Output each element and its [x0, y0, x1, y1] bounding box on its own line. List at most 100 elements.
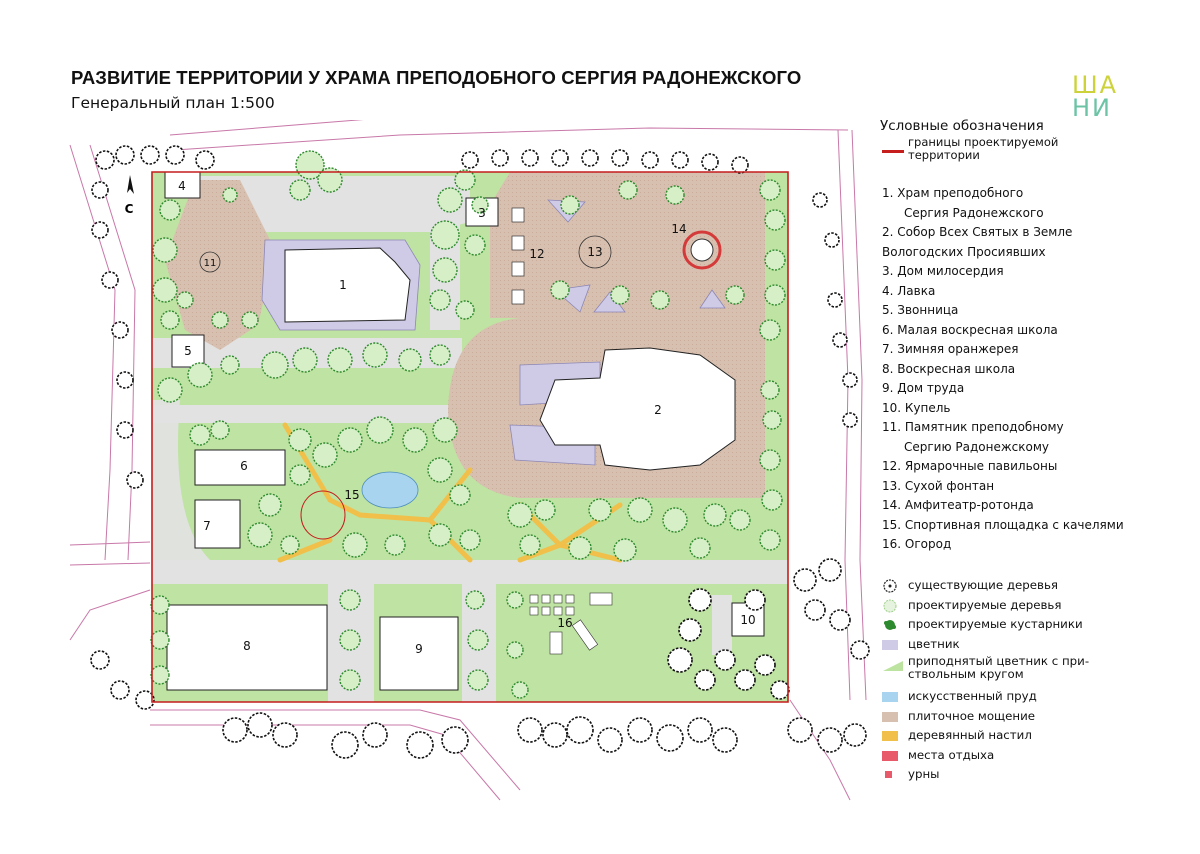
new-tree: [703, 503, 727, 527]
new-tree: [152, 277, 178, 303]
existing-tree: [111, 321, 129, 339]
new-tree: [764, 284, 786, 306]
building-7-shape: [194, 499, 241, 549]
new-tree: [437, 187, 463, 213]
legend-decking-text: деревянный настил: [908, 728, 1032, 742]
new-tree: [465, 590, 485, 610]
existing-tree: [627, 717, 653, 743]
new-tree: [519, 534, 541, 556]
new-tree: [588, 498, 612, 522]
label-building-7: 7: [203, 519, 211, 533]
existing-tree: [566, 716, 594, 744]
existing-tree: [770, 680, 790, 700]
new-tree: [454, 169, 476, 191]
legend-title: Условные обозначения: [880, 118, 1044, 134]
legend-boundary: границы проектируемой территории: [882, 136, 1180, 162]
existing-tree: [656, 724, 684, 752]
new-tree: [189, 424, 211, 446]
legend-object-1: 1. Храм преподобного: [882, 186, 1024, 200]
new-tree: [449, 484, 471, 506]
new-tree: [258, 493, 282, 517]
new-tree: [689, 537, 711, 559]
legend-flowerbed-text: цветник: [908, 636, 960, 651]
existing-tree: [581, 149, 599, 167]
existing-tree: [91, 221, 109, 239]
north-label: С: [125, 202, 134, 216]
existing-tree: [611, 149, 629, 167]
label-building-2: 2: [654, 403, 662, 417]
legend-rest-areas-text: места отдыха: [908, 747, 995, 762]
legend-paving-text: плиточное мощение: [908, 708, 1036, 723]
existing-tree: [91, 181, 109, 199]
legend-bins-text: урны: [908, 767, 940, 781]
new-tree: [289, 464, 311, 486]
new-tree: [362, 342, 388, 368]
existing-tree: [712, 727, 738, 753]
sports-ground: [300, 490, 346, 540]
label-building-12: 12: [529, 247, 544, 261]
existing-tree: [115, 145, 135, 165]
legend-existing-trees: существующие деревья: [880, 576, 1180, 596]
market-pavilions: [511, 207, 525, 305]
new-tree-icon: [883, 599, 897, 612]
legend-raised-flowerbed: приподнятый цветник с при- ствольным кру…: [880, 654, 1180, 687]
decking-paths: [277, 422, 623, 563]
new-tree: [760, 380, 780, 400]
existing-tree: [843, 723, 867, 747]
legend-object-11-cont: Сергию Радонежскому: [904, 439, 1050, 454]
new-tree: [327, 347, 353, 373]
building-8-shape: [166, 604, 328, 691]
existing-tree: [135, 690, 155, 710]
new-tree: [211, 311, 229, 329]
existing-tree: [597, 727, 623, 753]
raised-flowerbed-icon: [883, 661, 903, 671]
legend-raised-flowerbed-line2: ствольным кругом: [908, 667, 1024, 681]
decking-swatch: [882, 731, 898, 741]
new-tree: [366, 416, 394, 444]
existing-tree: [116, 421, 134, 439]
new-tree: [187, 362, 213, 388]
new-tree: [650, 290, 670, 310]
existing-tree: [817, 727, 843, 753]
existing-tree: [812, 192, 828, 208]
amphitheatre-rotunda: [682, 230, 722, 270]
existing-tree: [731, 156, 749, 174]
existing-tree: [542, 722, 568, 748]
existing-tree: [101, 271, 119, 289]
legend-boundary-line1: границы проектируемой: [908, 135, 1059, 149]
existing-tree: [850, 640, 870, 660]
new-tree: [627, 497, 653, 523]
new-tree: [759, 449, 781, 471]
new-tree: [339, 629, 361, 651]
existing-tree: [827, 292, 843, 308]
legend-object-6: 6. Малая воскресная школа: [882, 322, 1058, 337]
existing-tree: [694, 669, 716, 691]
existing-tree: [195, 150, 215, 170]
new-tree: [511, 681, 529, 699]
legend-object-13: 13. Сухой фонтан: [882, 478, 995, 493]
dry-fountain: [578, 235, 612, 269]
legend-object-2-cont: Вологодских Просиявших: [882, 244, 1046, 259]
new-tree: [455, 300, 475, 320]
new-tree: [241, 311, 259, 329]
new-tree: [467, 629, 489, 651]
new-tree: [762, 410, 782, 430]
existing-tree: [406, 731, 434, 759]
new-tree: [759, 319, 781, 341]
legend-decking: деревянный настил: [880, 726, 1180, 746]
new-tree: [337, 427, 363, 453]
new-tree: [150, 630, 170, 650]
legend-object-3: 3. Дом милосердия: [882, 264, 1004, 278]
existing-tree: [140, 145, 160, 165]
shrub-icon: [884, 620, 896, 630]
new-tree: [150, 665, 170, 685]
boundary-swatch: [882, 150, 904, 153]
legend-bins: урны: [880, 765, 1180, 785]
existing-tree: [687, 717, 713, 743]
garden-beds: [529, 592, 613, 655]
existing-tree: [272, 722, 298, 748]
building-2-shape: [539, 347, 736, 471]
legend-object-7: 7. Зимняя оранжерея: [882, 342, 1019, 356]
existing-tree: [491, 149, 509, 167]
new-tree: [429, 289, 451, 311]
